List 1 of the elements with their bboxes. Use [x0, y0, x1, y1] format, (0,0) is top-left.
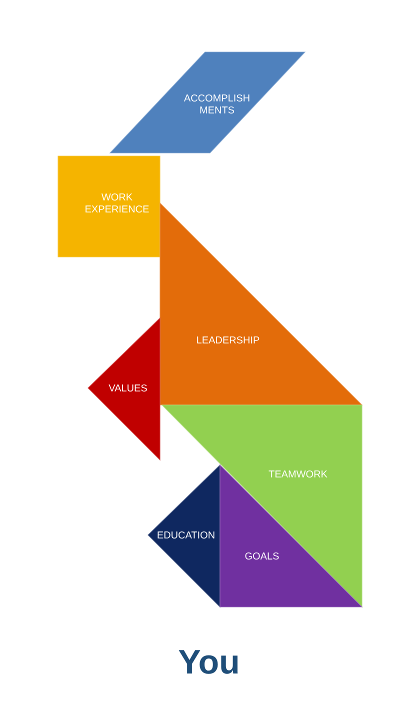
caption: You: [178, 650, 238, 674]
